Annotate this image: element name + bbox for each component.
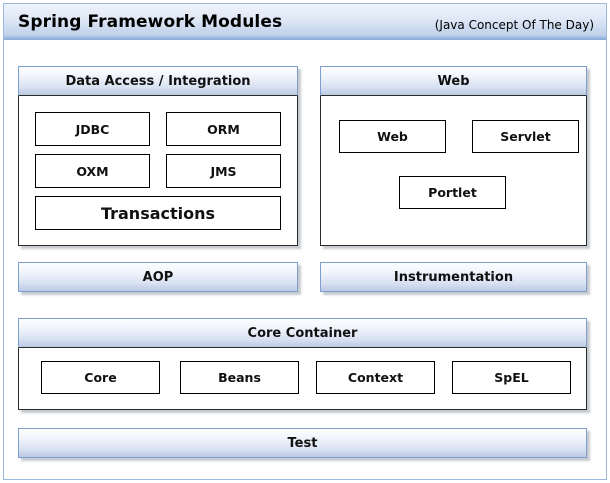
diagram-title-bar: Spring Framework Modules (Java Concept O… bbox=[4, 4, 606, 40]
module-label: Web bbox=[377, 129, 408, 144]
module-box-core[interactable]: Core bbox=[41, 361, 160, 394]
module-label: Transactions bbox=[100, 203, 216, 223]
panel-header-core-container: Core Container bbox=[18, 318, 587, 348]
panel-title-label: Data Access / Integration bbox=[65, 73, 251, 89]
module-box-jdbc[interactable]: JDBC bbox=[35, 112, 150, 146]
module-box-beans[interactable]: Beans bbox=[180, 361, 299, 394]
module-label: OXM bbox=[76, 163, 109, 179]
module-label: AOP bbox=[142, 269, 174, 285]
panel-body-data-access-integration: JDBC ORM OXM JMS Transactions bbox=[18, 96, 298, 246]
module-box-transactions[interactable]: Transactions bbox=[35, 196, 281, 230]
module-label: SpEL bbox=[494, 370, 529, 385]
module-bar-instrumentation[interactable]: Instrumentation bbox=[320, 262, 587, 292]
module-label: Context bbox=[347, 370, 404, 385]
panel-data-access-integration: Data Access / Integration JDBC ORM OXM J… bbox=[18, 66, 298, 246]
panel-core-container: Core Container Core Beans Context SpEL bbox=[18, 318, 587, 410]
module-box-web[interactable]: Web bbox=[339, 120, 446, 153]
module-box-context[interactable]: Context bbox=[316, 361, 435, 394]
page-subtitle-attribution: (Java Concept Of The Day) bbox=[434, 18, 594, 32]
panel-web: Web Web Servlet Portlet bbox=[320, 66, 587, 246]
module-box-jms[interactable]: JMS bbox=[166, 154, 281, 188]
panel-header-web: Web bbox=[320, 66, 587, 96]
module-bar-test[interactable]: Test bbox=[18, 428, 587, 458]
module-label: JDBC bbox=[75, 121, 110, 137]
panel-body-web: Web Servlet Portlet bbox=[320, 96, 587, 246]
panel-header-data-access-integration: Data Access / Integration bbox=[18, 66, 298, 96]
module-bar-aop[interactable]: AOP bbox=[18, 262, 298, 292]
module-label: Servlet bbox=[500, 129, 551, 144]
page-title: Spring Framework Modules bbox=[18, 12, 283, 32]
module-box-spel[interactable]: SpEL bbox=[452, 361, 571, 394]
panel-title-label: Core Container bbox=[247, 325, 358, 341]
module-label: Core bbox=[84, 370, 117, 385]
module-label: JMS bbox=[210, 163, 237, 179]
module-box-orm[interactable]: ORM bbox=[166, 112, 281, 146]
panel-title-label: Web bbox=[437, 73, 470, 89]
module-label: Beans bbox=[218, 370, 261, 385]
module-box-portlet[interactable]: Portlet bbox=[399, 176, 506, 209]
module-label: Test bbox=[287, 435, 318, 451]
module-box-oxm[interactable]: OXM bbox=[35, 154, 150, 188]
panel-body-core-container: Core Beans Context SpEL bbox=[18, 348, 587, 410]
module-label: Portlet bbox=[428, 185, 477, 200]
module-label: Instrumentation bbox=[393, 269, 514, 285]
module-box-servlet[interactable]: Servlet bbox=[472, 120, 579, 153]
module-label: ORM bbox=[207, 121, 240, 137]
